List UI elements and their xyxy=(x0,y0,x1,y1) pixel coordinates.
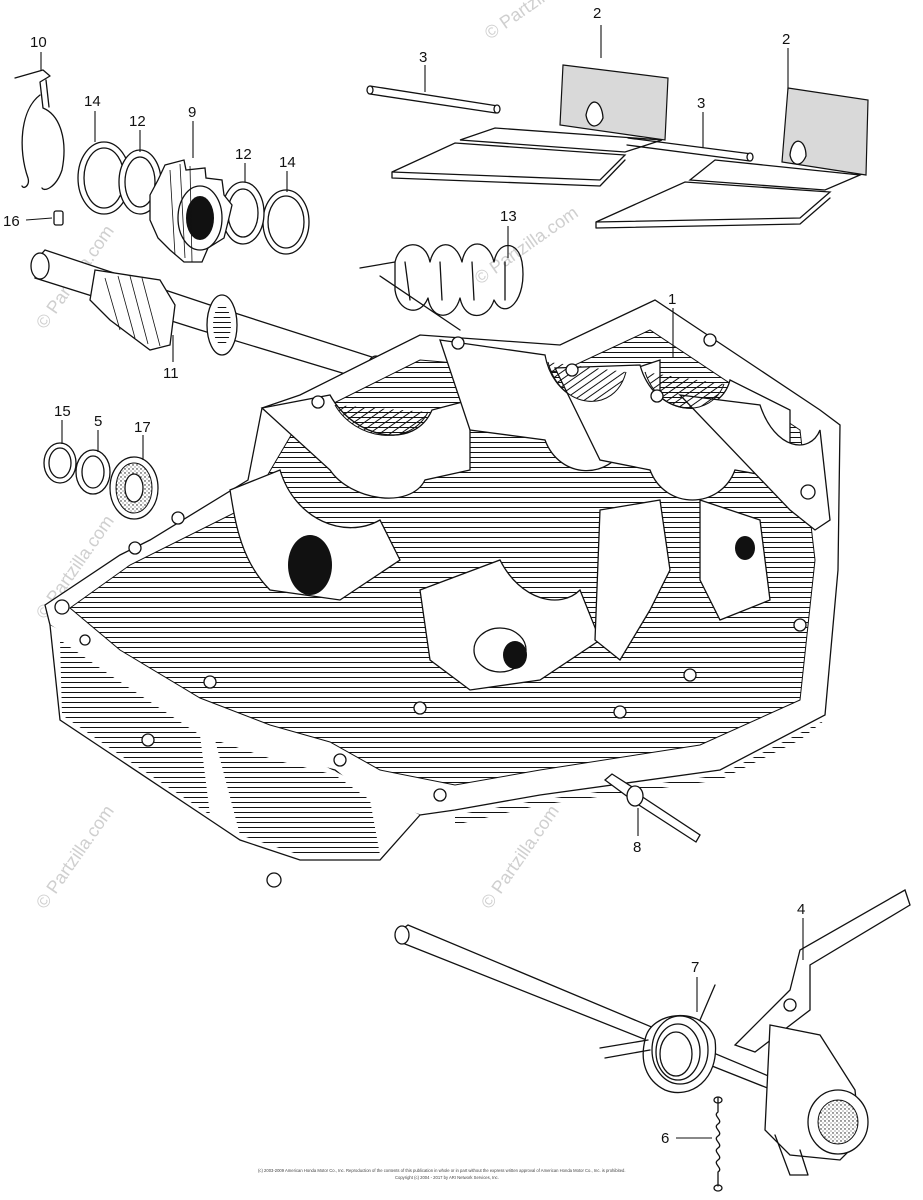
callout-3: 3 xyxy=(419,49,427,66)
callout-11: 11 xyxy=(163,365,179,382)
watermark-text: © Partzilla.com xyxy=(32,801,118,912)
callout-14: 14 xyxy=(84,93,101,110)
callout-2: 2 xyxy=(593,5,601,22)
part-5-washer xyxy=(75,449,111,495)
part-6-spring xyxy=(713,1096,723,1192)
part-11-shaft xyxy=(30,249,386,385)
footer-copyright: (c) 2003-2009 American Honda Motor Co., … xyxy=(258,1168,626,1180)
part-16-dowel xyxy=(53,210,64,226)
part-2-left-plate xyxy=(391,64,669,187)
callout-2: 2 xyxy=(782,31,790,48)
callout-6: 6 xyxy=(661,1130,669,1147)
part-3-pin-lower xyxy=(626,137,754,162)
watermark-text: © Partzilla.com xyxy=(477,801,563,912)
callout-5: 5 xyxy=(94,413,102,430)
callout-labels: 2 2 3 3 10 14 12 9 12 14 16 13 11 1 15 5… xyxy=(3,5,805,1147)
callout-12: 12 xyxy=(129,113,146,130)
callout-13: 13 xyxy=(500,208,517,225)
callout-8: 8 xyxy=(633,839,641,856)
footer-line-1: (c) 2003-2009 American Honda Motor Co., … xyxy=(258,1168,626,1173)
part-1-crankcase xyxy=(44,299,841,888)
callout-10: 10 xyxy=(30,34,47,51)
watermark-text: © Partzilla.com xyxy=(481,0,592,43)
callout-17: 17 xyxy=(134,419,151,436)
part-3-pin-upper xyxy=(366,85,501,114)
callout-16: 16 xyxy=(3,213,20,230)
part-12-washer-right xyxy=(221,181,265,245)
crankcase-bolt-holes xyxy=(54,333,816,888)
part-13-spring xyxy=(359,243,524,331)
part-10-shift-fork xyxy=(14,69,65,191)
footer-line-2: Copyright (c) 2004 - 2017 by ARI Network… xyxy=(395,1175,499,1180)
part-17-oil-seal xyxy=(109,456,159,520)
part-9-gear xyxy=(149,159,233,263)
leader-lines xyxy=(25,25,804,1139)
callout-14: 14 xyxy=(279,154,296,171)
part-14-circlip-right xyxy=(262,189,310,255)
callout-12: 12 xyxy=(235,146,252,163)
part-7-return-spring xyxy=(599,984,717,1094)
part-2-right-plate xyxy=(595,87,869,229)
part-14-circlip-left xyxy=(77,141,131,215)
callout-4: 4 xyxy=(797,901,805,918)
callout-3: 3 xyxy=(697,95,705,112)
callout-1: 1 xyxy=(668,291,676,308)
part-15-circlip xyxy=(43,442,77,484)
callout-9: 9 xyxy=(188,104,196,121)
part-8-stud xyxy=(603,773,701,843)
callout-15: 15 xyxy=(54,403,71,420)
callout-7: 7 xyxy=(691,959,699,976)
watermark-text: © Partzilla.com xyxy=(471,202,582,288)
